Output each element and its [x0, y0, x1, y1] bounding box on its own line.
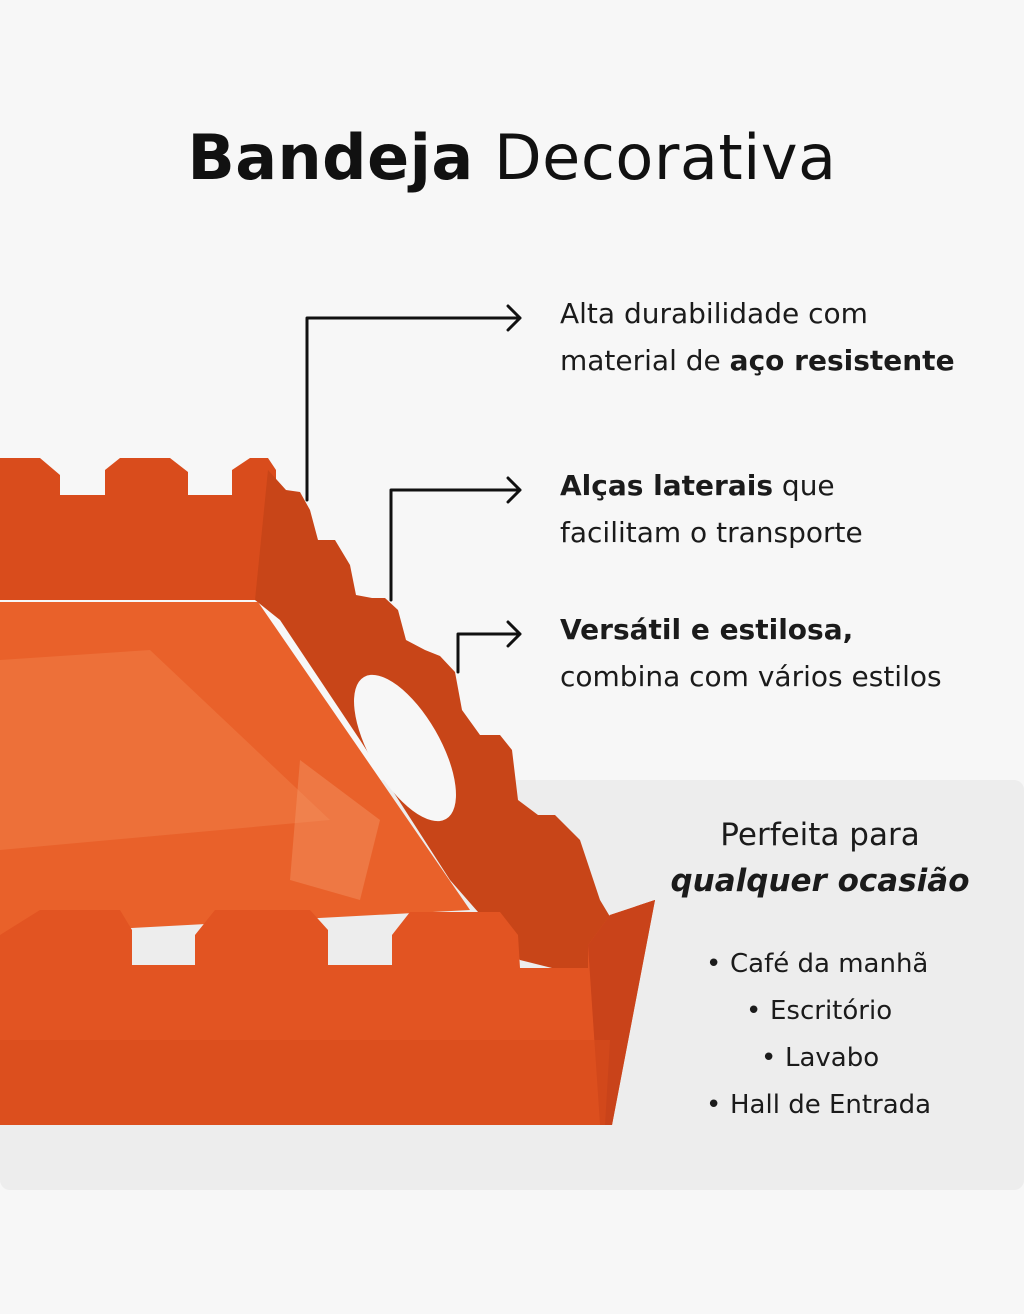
- arrow-durability: [305, 304, 522, 502]
- occasion-item: •Lavabo: [761, 1040, 879, 1076]
- occasion-line2: qualquer ocasião: [670, 863, 970, 899]
- feature-versatile: Versátil e estilosa, combina com vários …: [560, 606, 942, 700]
- bullet-icon: •: [761, 1043, 777, 1073]
- feature-durability: Alta durabilidade com material de aço re…: [560, 290, 955, 384]
- tray-back-wall: [0, 458, 276, 600]
- feature-durability-line2: material de aço resistente: [560, 344, 955, 377]
- feature-durability-line1: Alta durabilidade com: [560, 297, 868, 330]
- bullet-icon: •: [746, 996, 762, 1026]
- feature-handles-line1: Alças laterais que: [560, 469, 835, 502]
- tray-front-shade: [0, 1040, 610, 1125]
- arrow-handles: [389, 476, 522, 602]
- occasion-item: •Café da manhã: [706, 946, 928, 982]
- feature-versatile-bold: Versátil e estilosa,: [560, 613, 854, 646]
- title-bold: Bandeja: [187, 121, 474, 194]
- bullet-icon: •: [706, 949, 722, 979]
- occasion-line1: Perfeita para: [720, 817, 920, 853]
- tray-floor-highlight: [0, 650, 330, 850]
- occasion-item: •Escritório: [746, 993, 892, 1029]
- arrow-versatile: [456, 620, 522, 674]
- bullet-icon: •: [706, 1090, 722, 1120]
- tray-handle-hole: [354, 674, 456, 822]
- title-light: Decorativa: [493, 121, 837, 194]
- feature-handles: Alças laterais que facilitam o transport…: [560, 462, 863, 556]
- feature-versatile-line2: combina com vários estilos: [560, 660, 942, 693]
- tray-floor-shine: [290, 760, 380, 900]
- feature-versatile-line1: Versátil e estilosa,: [560, 606, 942, 653]
- feature-durability-bold: aço resistente: [729, 344, 955, 377]
- feature-handles-line2: facilitam o transporte: [560, 516, 863, 549]
- page-title: Bandeja Decorativa: [0, 118, 1024, 198]
- tray-side-wall: [255, 470, 655, 980]
- occasion-item: •Hall de Entrada: [706, 1087, 931, 1123]
- occasion-heading: Perfeita para qualquer ocasião: [610, 812, 1024, 904]
- feature-handles-bold: Alças laterais: [560, 469, 774, 502]
